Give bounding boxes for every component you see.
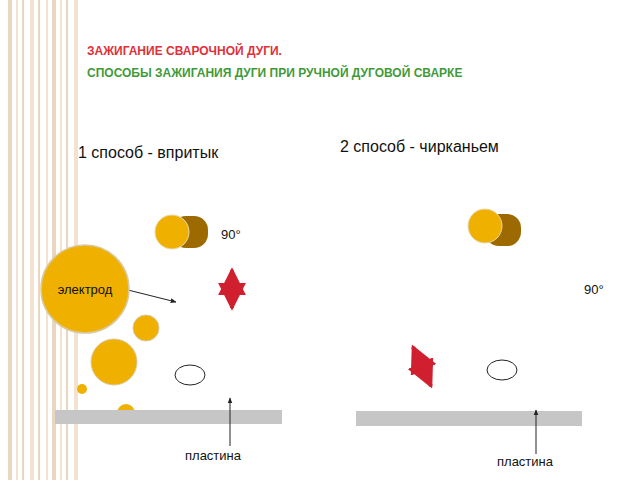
stripe bbox=[30, 0, 34, 480]
method-heading: 1 способ - впритык bbox=[78, 144, 218, 162]
stripe bbox=[16, 0, 18, 480]
method-heading: 2 способ - чирканьем bbox=[340, 138, 499, 156]
node-text: электрод bbox=[58, 282, 113, 297]
side-stripes bbox=[8, 0, 78, 480]
angle-label: 90° bbox=[221, 227, 241, 242]
circle-shape bbox=[41, 245, 129, 333]
arc-spot bbox=[487, 360, 517, 380]
leader-line bbox=[230, 398, 231, 446]
angle-label: 90° bbox=[584, 282, 604, 297]
slide-subtitle: СПОСОБЫ ЗАЖИГАНИЯ ДУГИ ПРИ РУЧНОЙ ДУГОВО… bbox=[87, 66, 462, 80]
part-label: пластина bbox=[185, 448, 241, 463]
decor-circle bbox=[133, 315, 159, 341]
plate bbox=[55, 410, 282, 424]
stripe bbox=[22, 0, 24, 480]
decor-circle bbox=[91, 339, 137, 385]
motion-arrow bbox=[230, 270, 234, 308]
leader-line bbox=[124, 289, 176, 302]
stripe bbox=[60, 0, 62, 480]
decor-circle bbox=[77, 384, 87, 394]
motion-arrow bbox=[413, 347, 431, 386]
leader-line bbox=[536, 410, 537, 454]
stripe bbox=[52, 0, 56, 480]
stripe bbox=[74, 0, 78, 480]
stripe bbox=[8, 0, 12, 480]
arc-spot bbox=[175, 365, 205, 385]
electrode-tip bbox=[468, 209, 502, 243]
electrode-tip bbox=[155, 215, 189, 249]
stripe bbox=[66, 0, 68, 480]
stripe bbox=[46, 0, 48, 480]
electrode-circle: электрод bbox=[40, 244, 130, 334]
slide-title: ЗАЖИГАНИЕ СВАРОЧНОЙ ДУГИ. bbox=[87, 44, 282, 58]
part-label: пластина bbox=[497, 454, 553, 469]
plate bbox=[356, 411, 582, 426]
stripe bbox=[38, 0, 40, 480]
